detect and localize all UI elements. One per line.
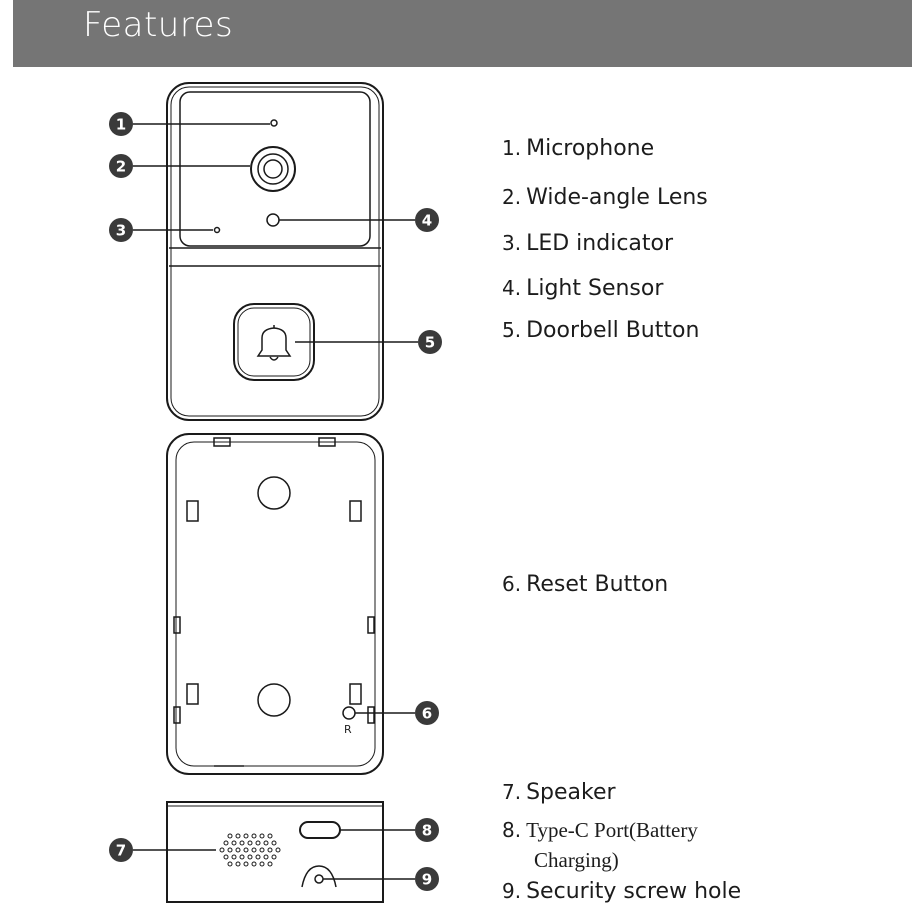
feature-8-line2: Charging) [534, 848, 619, 872]
light-sensor [266, 213, 280, 227]
lens-outer [250, 146, 296, 192]
screw-notch [301, 865, 337, 888]
callout-7: 7 [109, 838, 133, 862]
feature-8: 8.Type-C Port(Battery [502, 818, 698, 842]
feature-9: 9.Security screw hole [502, 879, 742, 904]
plate-slot [186, 683, 199, 705]
speaker-dot [235, 861, 241, 867]
callout-4: 4 [415, 208, 439, 232]
feature-4: 4.Light Sensor [502, 276, 664, 301]
lens-mid [257, 153, 289, 185]
callout-3: 3 [109, 218, 133, 242]
svg-text:4: 4 [422, 212, 432, 230]
callout-5: 5 [418, 330, 442, 354]
plate-notch [367, 706, 375, 724]
header-bar: Features [13, 0, 912, 67]
svg-text:1: 1 [116, 116, 126, 134]
microphone-hole [270, 119, 278, 127]
plate-tab [213, 437, 231, 447]
plate-tab [318, 437, 336, 447]
plate-notch [173, 706, 181, 724]
device-front-body [166, 82, 384, 421]
speaker-dot [223, 840, 229, 846]
speaker-dot [243, 847, 249, 853]
feature-3: 3.LED indicator [502, 231, 674, 256]
speaker-dot [263, 854, 269, 860]
speaker-dot [227, 833, 233, 839]
plate-notch [367, 616, 375, 634]
callout-1: 1 [109, 112, 133, 136]
feature-1: 1.Microphone [502, 136, 655, 161]
speaker-dot [235, 847, 241, 853]
speaker-dot [251, 847, 257, 853]
device-front-inner [170, 86, 380, 417]
back-plate-inner [175, 441, 376, 767]
feature-7: 7.Speaker [502, 780, 616, 805]
speaker-dot [255, 840, 261, 846]
svg-text:3: 3 [116, 222, 126, 240]
speaker-dot [243, 833, 249, 839]
svg-text:9: 9 [422, 871, 432, 889]
feature-5: 5.Doorbell Button [502, 318, 700, 343]
speaker-dot [271, 854, 277, 860]
feature-2: 2.Wide-angle Lens [502, 185, 708, 210]
speaker-dot [239, 840, 245, 846]
screw-hole [314, 874, 324, 884]
callout-markers: 1 2 3 4 5 6 7 8 9 [109, 112, 442, 891]
speaker-dot [251, 833, 257, 839]
plate-slot [349, 500, 362, 522]
plate-notch [173, 616, 181, 634]
type-c-port [299, 821, 341, 839]
speaker-dot [231, 840, 237, 846]
speaker-dot [259, 847, 265, 853]
lens-inner [263, 159, 283, 179]
speaker-dot [239, 854, 245, 860]
speaker-dot [231, 854, 237, 860]
speaker-dot [267, 847, 273, 853]
svg-text:7: 7 [116, 842, 126, 860]
speaker-dot [267, 833, 273, 839]
reset-mark: R [344, 723, 352, 736]
speaker-dot [271, 840, 277, 846]
speaker-dot [247, 840, 253, 846]
device-back-plate [166, 433, 384, 775]
feature-6: 6.Reset Button [502, 572, 669, 597]
speaker-dot [259, 861, 265, 867]
camera-panel [179, 91, 371, 247]
speaker-dot [263, 840, 269, 846]
speaker-dot [255, 854, 261, 860]
plate-slot [349, 683, 362, 705]
svg-text:2: 2 [116, 158, 126, 176]
svg-text:8: 8 [422, 822, 432, 840]
speaker-dot [259, 833, 265, 839]
bell-icon [256, 325, 292, 361]
mount-hole [257, 683, 291, 717]
speaker-dot [251, 861, 257, 867]
svg-text:6: 6 [422, 705, 432, 723]
speaker-dot [227, 847, 233, 853]
mount-hole [257, 476, 291, 510]
callout-9: 9 [415, 867, 439, 891]
speaker-dot [223, 854, 229, 860]
device-bottom-view [166, 801, 384, 903]
speaker-dot [267, 861, 273, 867]
svg-text:5: 5 [425, 334, 435, 352]
plate-slot [186, 500, 199, 522]
speaker-dot [219, 847, 225, 853]
page-title: Features [83, 5, 234, 45]
callout-6: 6 [415, 701, 439, 725]
speaker-dot [247, 854, 253, 860]
speaker-dot [243, 861, 249, 867]
speaker-grille [219, 833, 281, 867]
speaker-dot [235, 833, 241, 839]
reset-button-hole [342, 706, 356, 720]
speaker-dot [227, 861, 233, 867]
speaker-dot [275, 847, 281, 853]
callout-2: 2 [109, 154, 133, 178]
callout-8: 8 [415, 818, 439, 842]
led-indicator [213, 226, 221, 234]
